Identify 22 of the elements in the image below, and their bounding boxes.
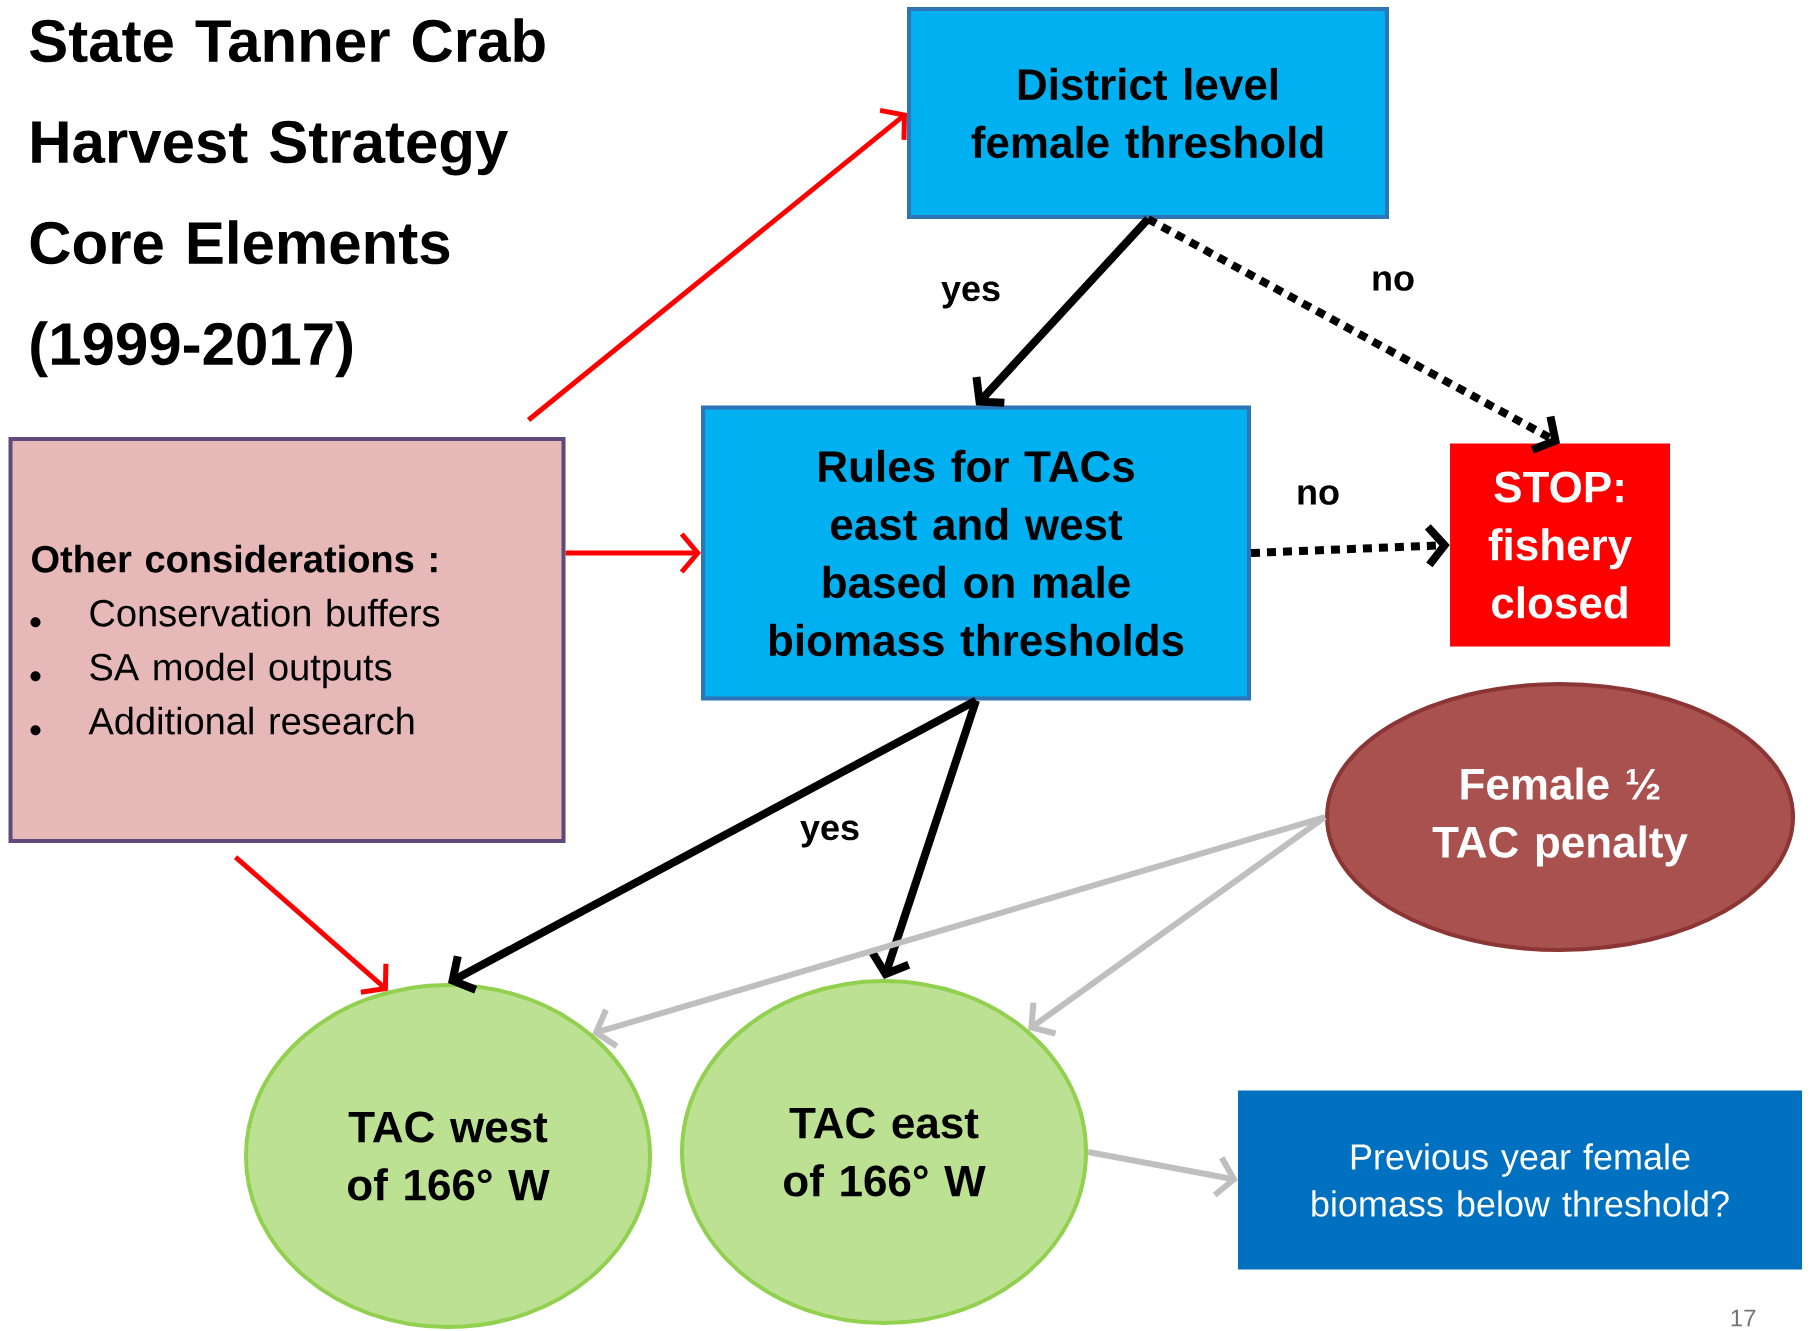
arrow [1250,524,1450,568]
arrow [869,699,980,979]
title: State Tanner Crab Harvest Strategy Core Elements (1999-2017) [29,18,545,378]
page-number: 17 [1731,1309,1756,1327]
edge-label: yes [798,818,863,850]
edge-label: yes [939,279,1004,311]
question-box: Previous year female biomass below threshold? [1238,1090,1802,1270]
decision-box: Rules for TACs east and west based on male biomass thresholds [701,405,1251,701]
arrow [1028,814,1327,1037]
edge-label: no [1294,483,1342,507]
arrow [526,107,907,422]
arrow [1146,215,1561,454]
edge-label: no [1369,269,1417,293]
stop-box: STOP: fishery closed [1450,443,1670,647]
arrow [1087,1149,1238,1198]
arrow [448,697,978,994]
arrow [592,814,1326,1049]
decision-box: District level female threshold [907,7,1389,219]
arrow [972,216,1151,407]
note-box: Other considerations : Conservation buffers SA model outputs Additional research [8,437,566,843]
arrow [565,532,701,574]
arrow [233,855,389,995]
